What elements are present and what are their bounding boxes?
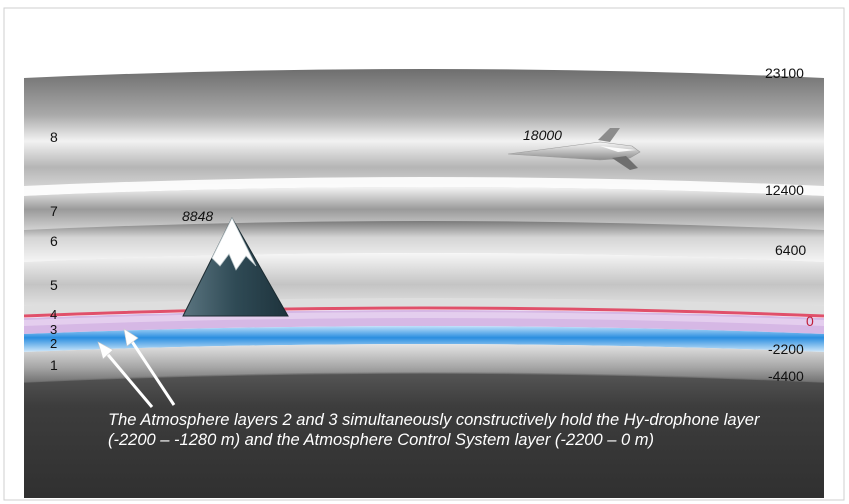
mountain-height-label: 8848 (182, 208, 214, 224)
zero-line (24, 306, 824, 318)
altitude-0-label: 0 (806, 313, 814, 329)
layer-5-label: 5 (50, 277, 58, 293)
altitude-12400-label: 12400 (765, 182, 804, 198)
snow-mountain-icon (182, 216, 289, 317)
altitude-minus-4400-label: -4400 (768, 368, 804, 384)
layer-7-label: 7 (50, 203, 58, 219)
altitude-minus-2200-label: -2200 (768, 341, 804, 357)
layer-7-band (24, 187, 824, 232)
aircraft-altitude-label: 18000 (523, 127, 562, 143)
layer-6-label: 6 (50, 233, 58, 249)
jet-aircraft-icon (507, 128, 641, 170)
ground-region (24, 373, 824, 498)
layer-8-band (24, 69, 824, 200)
hydrophone-band (24, 326, 824, 352)
layer-1-label: 1 (50, 357, 58, 373)
pointer-arrow-icon (97, 328, 176, 408)
layer-1-band (24, 344, 824, 384)
altitude-23100-label: 23100 (765, 65, 804, 81)
layer-4-label: 4 (50, 307, 58, 322)
layer-3-label: 3 (50, 322, 58, 337)
diagram-caption: The Atmosphere layers 2 and 3 simultaneo… (108, 411, 760, 449)
altitude-6400-label: 6400 (775, 242, 807, 258)
layer-2-label: 2 (50, 336, 58, 351)
layer-8-label: 8 (50, 129, 58, 145)
